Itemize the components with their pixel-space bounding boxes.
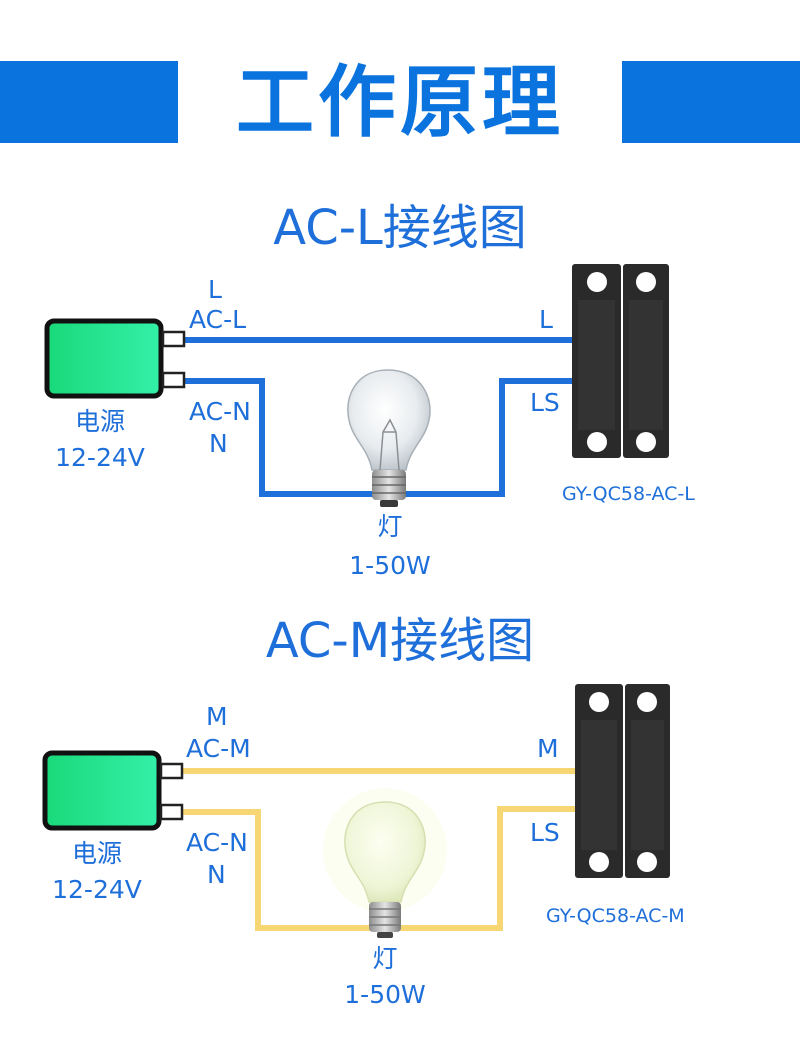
wire-label-bottom-line1: AC-N bbox=[186, 828, 248, 857]
wire-label-top-line1: M bbox=[206, 702, 228, 731]
wire-label-bottom-line1: AC-N bbox=[189, 397, 251, 426]
magnetic-switch-icon bbox=[572, 264, 669, 458]
switch-model-label: GY-QC58-AC-M bbox=[546, 905, 685, 927]
power-supply-icon bbox=[42, 750, 184, 831]
header-band-right bbox=[622, 61, 800, 143]
lamp-label-name: 灯 bbox=[372, 944, 398, 973]
power-label-voltage: 12-24V bbox=[55, 443, 145, 472]
diagram-title: AC-M接线图 bbox=[265, 613, 535, 669]
wire-label-bottom-line2: N bbox=[209, 429, 228, 458]
lamp-label-power: 1-50W bbox=[349, 551, 431, 580]
power-supply-icon bbox=[44, 318, 186, 399]
light-bulb-icon bbox=[347, 369, 431, 507]
diagram-ac-m bbox=[42, 684, 670, 938]
diagram-ac-l bbox=[44, 264, 669, 507]
switch-terminal-label-bottom: LS bbox=[530, 388, 560, 417]
switch-terminal-label-bottom: LS bbox=[530, 818, 560, 847]
magnetic-switch-icon bbox=[575, 684, 670, 878]
switch-terminal-label-top: L bbox=[539, 305, 553, 334]
lamp-label-name: 灯 bbox=[377, 512, 403, 541]
wire-label-bottom-line2: N bbox=[207, 860, 226, 889]
light-bulb-lit-icon bbox=[323, 788, 447, 938]
power-label-voltage: 12-24V bbox=[52, 875, 142, 904]
header-band-left bbox=[0, 61, 178, 143]
wire-label-top-line1: L bbox=[208, 275, 222, 304]
page-title: 工作原理 bbox=[235, 58, 564, 148]
diagram-title: AC-L接线图 bbox=[273, 200, 527, 256]
lamp-label-power: 1-50W bbox=[344, 980, 426, 1009]
power-label-name: 电源 bbox=[71, 839, 122, 868]
switch-terminal-label-top: M bbox=[537, 734, 559, 763]
power-label-name: 电源 bbox=[74, 407, 125, 436]
switch-model-label: GY-QC58-AC-L bbox=[562, 483, 695, 505]
wire-label-top-line2: AC-M bbox=[186, 734, 251, 763]
wire-label-top-line2: AC-L bbox=[189, 305, 247, 334]
